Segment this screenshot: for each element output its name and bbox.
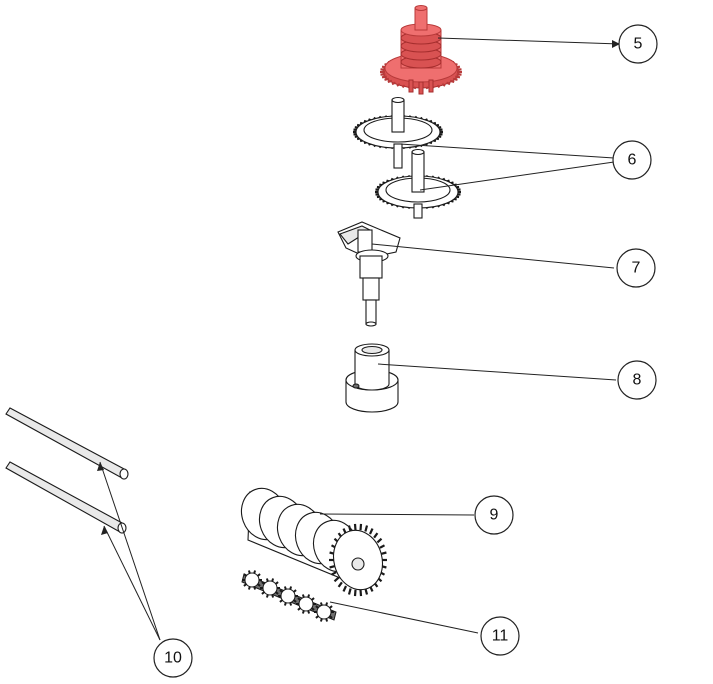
part-6-gears [353, 96, 461, 219]
gear-tooth [311, 607, 315, 611]
gear-tooth [373, 532, 379, 539]
gear-tooth [311, 597, 315, 601]
gear-tooth [253, 570, 257, 574]
gear-tooth [359, 589, 363, 597]
gear-tooth [265, 594, 269, 598]
leader-lines [97, 37, 621, 641]
gear-tooth [436, 84, 441, 89]
gear-tooth [387, 79, 393, 84]
gear-tooth [297, 597, 301, 601]
callout-10-label: 10 [164, 650, 182, 667]
callout-8: 8 [617, 360, 657, 400]
small-gear [262, 580, 278, 596]
gear-tooth [342, 585, 347, 592]
gear-tooth [275, 581, 279, 585]
gear-tooth [381, 75, 387, 79]
gear-tooth [376, 537, 383, 544]
gear-tooth [257, 583, 261, 587]
gear-tooth [307, 610, 311, 614]
gear-tooth [315, 615, 319, 619]
gear-tooth [455, 75, 461, 79]
gear-tooth [353, 523, 357, 531]
part-10-rods [5, 407, 129, 534]
callout-10: 10 [153, 638, 193, 678]
gear-tooth [283, 602, 287, 606]
gear-tooth [391, 81, 396, 86]
gear-tooth [330, 571, 337, 576]
part-7-cam-shaft [337, 221, 401, 327]
gear-tooth [333, 576, 340, 583]
gear-tooth [301, 610, 305, 614]
callout-7-label: 7 [632, 260, 641, 277]
gear-tooth [271, 594, 275, 598]
small-gear [280, 588, 296, 604]
gear-tooth [261, 591, 265, 595]
gear-tooth [315, 605, 319, 609]
gear-tooth [329, 565, 335, 569]
gear-tooth [279, 599, 283, 603]
gear-tooth [247, 570, 251, 574]
gear-tooth [413, 86, 417, 90]
callout-8-label: 8 [633, 372, 642, 389]
part-11-gear-cluster [241, 570, 337, 622]
gear-tooth [364, 525, 369, 532]
gear-tooth [425, 86, 429, 90]
gear-tooth [325, 602, 329, 606]
gear-tooth [283, 586, 287, 590]
gear-tooth [396, 83, 401, 87]
gear-tooth [369, 528, 374, 535]
callout-6-label: 6 [628, 152, 637, 169]
gear-tooth [297, 607, 301, 611]
part-5-red-gear-spring [380, 5, 462, 95]
small-gear [298, 596, 314, 612]
callout-5: 5 [618, 24, 658, 64]
gear-tooth [279, 589, 283, 593]
gear-tooth [293, 599, 297, 603]
callout-7: 7 [616, 248, 656, 288]
part-9-number-drum [240, 487, 387, 597]
callout-11: 11 [480, 616, 520, 656]
small-gear [244, 572, 260, 588]
gear-tooth [275, 591, 279, 595]
gear-tooth [247, 586, 251, 590]
gear-tooth [381, 551, 387, 555]
gear-tooth [384, 77, 390, 81]
gear-tooth [325, 618, 329, 622]
gear-tooth [452, 77, 458, 81]
gear-tooth [301, 594, 305, 598]
gear-tooth [257, 573, 261, 577]
gear-tooth [261, 581, 265, 585]
gear-tooth [243, 583, 247, 587]
gear-tooth [329, 605, 333, 609]
gear-tooth [359, 523, 363, 531]
gear-tooth [293, 589, 297, 593]
gear-tooth [289, 602, 293, 606]
gear-tooth [243, 573, 247, 577]
gear-tooth [329, 615, 333, 619]
gear-tooth [449, 79, 455, 84]
small-gear [316, 604, 332, 620]
callout-9-label: 9 [490, 507, 499, 524]
gear-tooth [307, 594, 311, 598]
callout-5-label: 5 [634, 36, 643, 53]
gear-tooth [347, 588, 352, 595]
gear-tooth [319, 618, 323, 622]
gear-tooth [271, 578, 275, 582]
callout-11-label: 11 [492, 628, 509, 645]
gear-tooth [265, 578, 269, 582]
gear-tooth [353, 589, 357, 597]
callout-9: 9 [474, 495, 514, 535]
gear-tooth [319, 602, 323, 606]
gear-tooth [441, 83, 446, 87]
gear-tooth [401, 84, 406, 89]
gear-tooth [253, 586, 257, 590]
gear-tooth [289, 586, 293, 590]
gear-tooth [337, 581, 343, 588]
callout-6: 6 [612, 140, 652, 180]
gear-tooth [446, 81, 451, 86]
gear-tooth [379, 544, 386, 549]
part-8-base-bushing [345, 343, 399, 413]
